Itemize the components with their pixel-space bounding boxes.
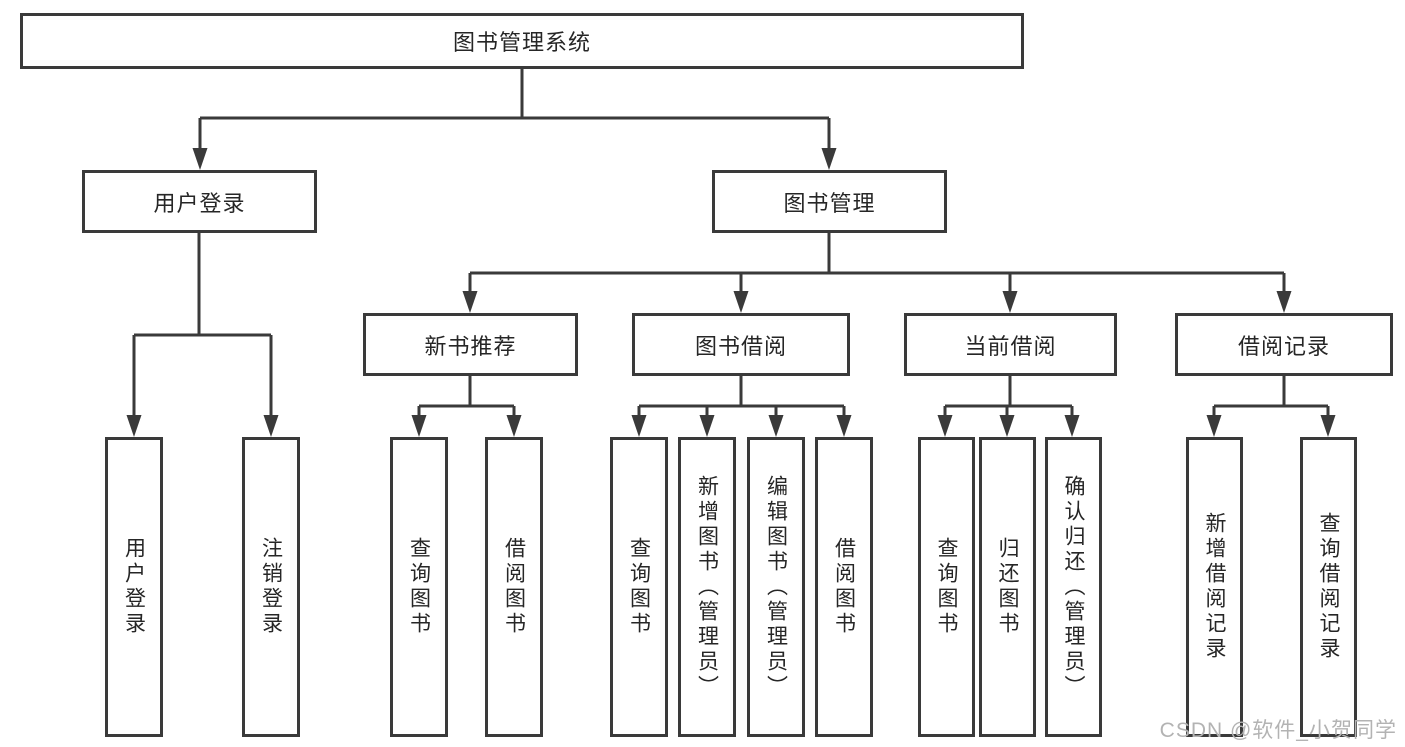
leaf-add-book-admin: 新增图书（管理员） bbox=[678, 437, 736, 737]
leaf-return-book: 归还图书 bbox=[979, 437, 1036, 737]
arrowhead-down-icon bbox=[836, 415, 852, 437]
leaf-return-book-label: 归还图书 bbox=[996, 537, 1019, 637]
arrowhead-down-icon bbox=[1276, 291, 1292, 313]
leaf-logout-label: 注销登录 bbox=[259, 537, 283, 637]
node-book-management-label: 图书管理 bbox=[783, 190, 876, 216]
arrowhead-down-icon bbox=[699, 415, 715, 437]
node-user-login: 用户登录 bbox=[82, 170, 317, 233]
connector-line bbox=[468, 233, 1286, 293]
leaf-borrow-book-2: 借阅图书 bbox=[815, 437, 873, 737]
connector-line bbox=[637, 376, 846, 417]
node-current-borrow: 当前借阅 bbox=[904, 313, 1117, 376]
leaf-borrow-book-1-label: 借阅图书 bbox=[502, 537, 526, 637]
node-current-borrow-label: 当前借阅 bbox=[964, 333, 1057, 359]
leaf-logout: 注销登录 bbox=[242, 437, 300, 737]
node-library-system: 图书管理系统 bbox=[20, 13, 1024, 69]
leaf-edit-book-admin: 编辑图书（管理员） bbox=[747, 437, 805, 737]
leaf-query-book-3: 查询图书 bbox=[918, 437, 975, 737]
leaf-borrow-book-2-label: 借阅图书 bbox=[832, 537, 856, 637]
connector-current-children bbox=[937, 376, 1080, 437]
connector-record-children bbox=[1206, 376, 1336, 437]
arrowhead-down-icon bbox=[462, 291, 478, 313]
leaf-query-book-1-label: 查询图书 bbox=[407, 537, 431, 637]
leaf-user-login-label: 用户登录 bbox=[122, 537, 146, 637]
node-borrow-record: 借阅记录 bbox=[1175, 313, 1393, 376]
leaf-add-book-admin-label: 新增图书（管理员） bbox=[695, 474, 719, 700]
leaf-query-book-2-label: 查询图书 bbox=[627, 537, 651, 637]
leaf-user-login: 用户登录 bbox=[105, 437, 163, 737]
arrowhead-down-icon bbox=[999, 415, 1015, 437]
leaf-query-book-2: 查询图书 bbox=[610, 437, 668, 737]
node-user-login-label: 用户登录 bbox=[153, 190, 246, 216]
leaf-confirm-return-admin-label: 确认归还（管理员） bbox=[1062, 474, 1085, 700]
leaf-confirm-return-admin: 确认归还（管理员） bbox=[1045, 437, 1102, 737]
arrowhead-down-icon bbox=[733, 291, 749, 313]
connector-line bbox=[132, 233, 273, 417]
arrowhead-down-icon bbox=[937, 415, 953, 437]
connector-line bbox=[943, 376, 1074, 417]
node-book-management: 图书管理 bbox=[712, 170, 947, 233]
arrowhead-down-icon bbox=[263, 415, 279, 437]
arrowhead-down-icon bbox=[411, 415, 427, 437]
arrowhead-down-icon bbox=[631, 415, 647, 437]
leaf-add-borrow-record: 新增借阅记录 bbox=[1186, 437, 1243, 737]
node-new-book-recommend: 新书推荐 bbox=[363, 313, 578, 376]
connector-root-to-level2 bbox=[192, 69, 837, 170]
arrowhead-down-icon bbox=[821, 148, 837, 170]
node-new-book-recommend-label: 新书推荐 bbox=[424, 333, 517, 359]
connector-line bbox=[1212, 376, 1330, 417]
leaf-query-book-3-label: 查询图书 bbox=[935, 537, 958, 637]
connector-newbook-children bbox=[411, 376, 522, 437]
connector-line bbox=[417, 376, 516, 417]
arrowhead-down-icon bbox=[1002, 291, 1018, 313]
node-book-borrow-label: 图书借阅 bbox=[694, 333, 787, 359]
connector-borrow-children bbox=[631, 376, 852, 437]
arrowhead-down-icon bbox=[126, 415, 142, 437]
arrowhead-down-icon bbox=[1206, 415, 1222, 437]
connector-line bbox=[198, 69, 831, 150]
arrowhead-down-icon bbox=[1064, 415, 1080, 437]
leaf-borrow-book-1: 借阅图书 bbox=[485, 437, 543, 737]
connector-management-to-level3 bbox=[462, 233, 1292, 313]
leaf-query-book-1: 查询图书 bbox=[390, 437, 448, 737]
arrowhead-down-icon bbox=[1320, 415, 1336, 437]
node-book-borrow: 图书借阅 bbox=[632, 313, 850, 376]
arrowhead-down-icon bbox=[192, 148, 208, 170]
arrowhead-down-icon bbox=[768, 415, 784, 437]
arrowhead-down-icon bbox=[506, 415, 522, 437]
node-borrow-record-label: 借阅记录 bbox=[1237, 333, 1330, 359]
leaf-query-borrow-record: 查询借阅记录 bbox=[1300, 437, 1357, 737]
watermark: CSDN @软件_小贺同学 bbox=[1159, 719, 1397, 742]
node-library-system-label: 图书管理系统 bbox=[452, 30, 591, 55]
leaf-add-borrow-record-label: 新增借阅记录 bbox=[1203, 512, 1226, 662]
leaf-query-borrow-record-label: 查询借阅记录 bbox=[1317, 512, 1340, 662]
connector-login-children bbox=[126, 233, 279, 437]
leaf-edit-book-admin-label: 编辑图书（管理员） bbox=[764, 474, 788, 700]
